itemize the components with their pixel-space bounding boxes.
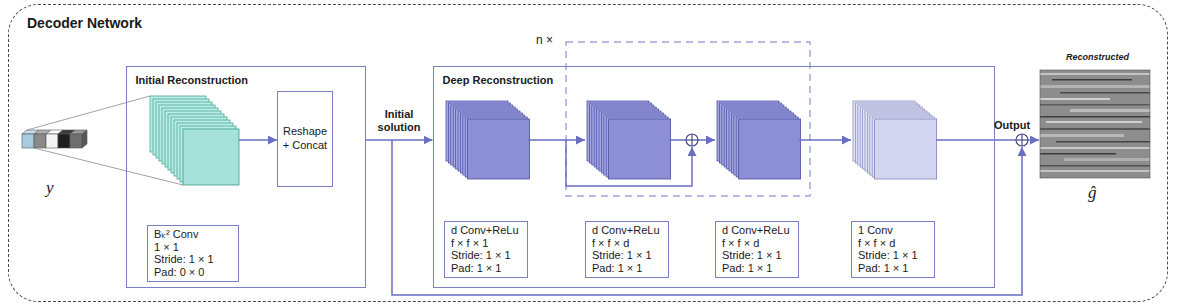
reconstructed-image [1040, 70, 1150, 178]
layer-spec-text: Stride: 1 × 1 [451, 249, 521, 262]
layer-spec-box: d Conv+ReLuf × f × dStride: 1 × 1Pad: 1 … [715, 221, 799, 278]
layer-spec-text: d Conv+ReLu [592, 224, 662, 237]
layer-spec-box: 1 Convf × f × dStride: 1 × 1Pad: 1 × 1 [851, 221, 935, 278]
layer-spec-box: Bₖ² Conv1 × 1Stride: 1 × 1Pad: 0 × 0 [147, 225, 239, 282]
conv-relu-layer: d Conv+ReLuf × f × dStride: 1 × 1Pad: 1 … [585, 97, 669, 278]
input-symbol: y [46, 178, 54, 198]
sum-node [1016, 134, 1028, 146]
flow-arrow [799, 139, 851, 141]
edge-label: Initial solution [372, 108, 426, 134]
output-line [936, 139, 1016, 141]
layer-spec-text: Bₖ² Conv [154, 228, 232, 241]
layer-spec-text: 1 × 1 [154, 241, 232, 254]
layer-spec-text: Pad: 1 × 1 [858, 262, 928, 275]
conv-relu-layer: d Conv+ReLuf × f × dStride: 1 × 1Pad: 1 … [715, 97, 799, 278]
box-text: Reshape + Concat [281, 125, 329, 153]
layer-spec-text: Pad: 1 × 1 [722, 262, 792, 275]
conv-layer: Bₖ² Conv1 × 1Stride: 1 × 1Pad: 0 × 0 [147, 95, 239, 282]
decoder-network-frame: Bₖ² Conv1 × 1Stride: 1 × 1Pad: 0 × 0Resh… [8, 4, 1168, 302]
output-symbol: ĝ [1088, 183, 1097, 203]
block-heading: Initial Reconstruction [136, 74, 248, 86]
flow-arrow [366, 139, 433, 141]
layer-spec-text: f × f × d [592, 237, 662, 250]
layer-spec-text: Stride: 1 × 1 [858, 249, 928, 262]
layer-spec-box: d Conv+ReLuf × f × 1Stride: 1 × 1Pad: 1 … [444, 221, 528, 278]
layer-spec-text: d Conv+ReLu [451, 224, 521, 237]
output-label: Output [994, 119, 1030, 131]
measurement-vector [22, 130, 87, 148]
layer-spec-text: Pad: 1 × 1 [592, 262, 662, 275]
feature-map-stack [446, 101, 530, 179]
flow-arrow [528, 139, 585, 141]
output-arrow [1028, 139, 1039, 141]
layer-spec-text: f × f × d [722, 237, 792, 250]
layer-spec-text: 1 Conv [858, 224, 928, 237]
layer-spec-box: d Conv+ReLuf × f × dStride: 1 × 1Pad: 1 … [585, 221, 669, 278]
layer-spec-text: Pad: 0 × 0 [154, 266, 232, 279]
sum-node [686, 134, 698, 146]
initial-reconstruction-block: Bₖ² Conv1 × 1Stride: 1 × 1Pad: 0 × 0 Resh… [126, 66, 366, 288]
conv-layer: 1 Convf × f × dStride: 1 × 1Pad: 1 × 1 [851, 97, 935, 278]
block-heading: Deep Reconstruction [443, 74, 554, 86]
layer-spec-text: Stride: 1 × 1 [722, 249, 792, 262]
layer-spec-text: f × f × 1 [451, 237, 521, 250]
flow-arrow [239, 139, 277, 141]
layer-spec-text: d Conv+ReLu [722, 224, 792, 237]
layer-spec-text: Stride: 1 × 1 [592, 249, 662, 262]
global-skip-line [392, 140, 1022, 295]
feature-map-stack [587, 101, 671, 179]
deep-reconstruction-block: d Conv+ReLuf × f × 1Stride: 1 × 1Pad: 1 … [433, 66, 995, 288]
feature-map-stack [853, 101, 937, 179]
conv-relu-layer: d Conv+ReLuf × f × 1Stride: 1 × 1Pad: 1 … [444, 97, 528, 278]
layer-spec-text: Stride: 1 × 1 [154, 253, 232, 266]
image-caption: Reconstructed [1066, 52, 1129, 62]
feature-map-stack [150, 96, 239, 185]
feature-map-stack [717, 101, 801, 179]
layer-spec-text: f × f × d [858, 237, 928, 250]
repeat-count: n × [536, 33, 553, 47]
residual-skip-line [566, 140, 692, 186]
layer-spec-text: Pad: 1 × 1 [451, 262, 521, 275]
reshape-concat-box: Reshape + Concat [277, 91, 333, 187]
block-heading: Decoder Network [27, 15, 142, 31]
